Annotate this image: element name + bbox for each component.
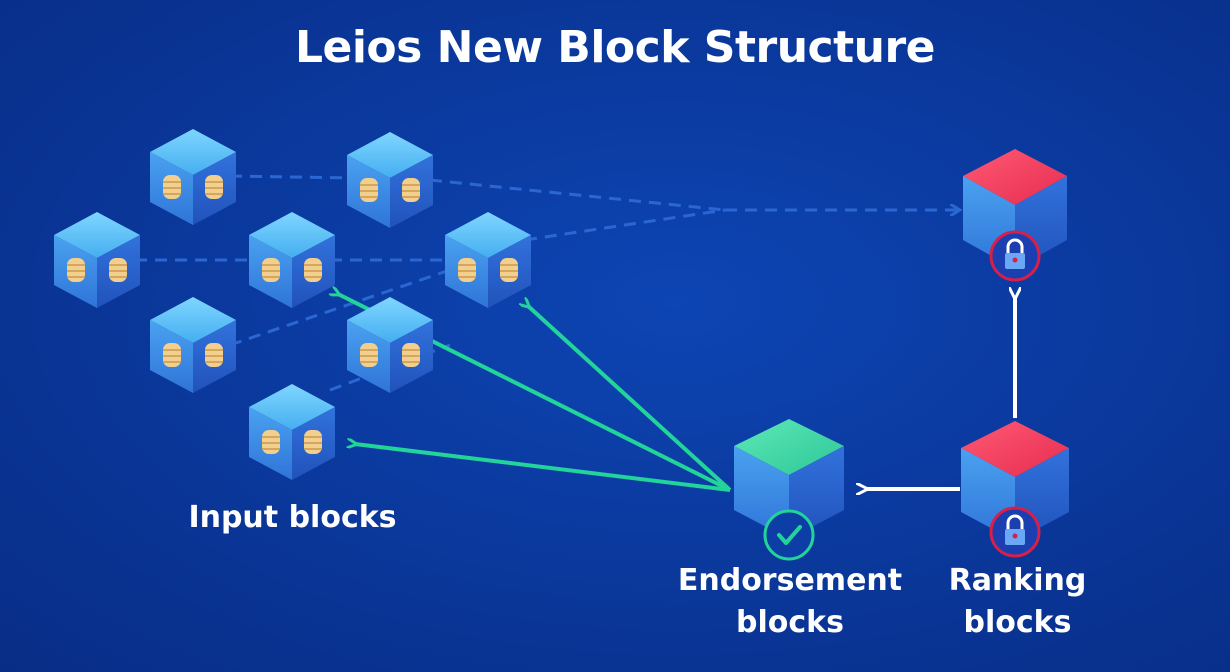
endorsement-arrow: [355, 444, 731, 492]
coins-icon: [262, 430, 280, 454]
coins-icon: [262, 258, 280, 282]
coins-icon: [109, 258, 127, 282]
input-block: [249, 384, 335, 480]
input-block: [54, 212, 140, 308]
coins-icon: [402, 178, 420, 202]
dashed-link: [429, 178, 726, 212]
diagram-title: Leios New Block Structure: [294, 22, 936, 73]
coins-icon: [458, 258, 476, 282]
dashed-link: [229, 174, 356, 180]
input-block: [150, 129, 236, 225]
coins-icon: [360, 178, 378, 202]
input-block: [347, 297, 433, 393]
input-blocks-label: Input blocks: [188, 500, 397, 535]
coins-icon: [205, 175, 223, 199]
input-block: [445, 212, 531, 308]
ranking-label-line2: blocks: [963, 605, 1072, 640]
input-block: [150, 297, 236, 393]
coins-icon: [205, 343, 223, 367]
ranking-blocks-label: Ranking blocks: [935, 560, 1100, 644]
lock-icon: [989, 506, 1041, 558]
input-blocks: [54, 129, 531, 480]
coins-icon: [360, 343, 378, 367]
endorsement-blocks-label: Endorsement blocks: [665, 560, 915, 644]
check-icon: [763, 509, 815, 561]
endorsement-label-line2: blocks: [736, 605, 844, 640]
coins-icon: [304, 258, 322, 282]
input-block: [347, 132, 433, 228]
endorsement-label-line1: Endorsement: [677, 563, 903, 598]
endorsement-arrow: [528, 306, 732, 492]
coins-icon: [163, 343, 181, 367]
coins-icon: [67, 258, 85, 282]
input-block: [249, 212, 335, 308]
coins-icon: [402, 343, 420, 367]
coins-icon: [500, 258, 518, 282]
coins-icon: [163, 175, 181, 199]
ranking-arrows: [866, 297, 1015, 489]
dashed-link: [524, 208, 726, 242]
ranking-block-top: [963, 149, 1067, 282]
ranking-block-bottom: [961, 421, 1069, 558]
endorsement-block: [734, 419, 844, 561]
coins-icon: [304, 430, 322, 454]
lock-icon: [989, 230, 1041, 282]
ranking-label-line1: Ranking: [948, 563, 1087, 598]
